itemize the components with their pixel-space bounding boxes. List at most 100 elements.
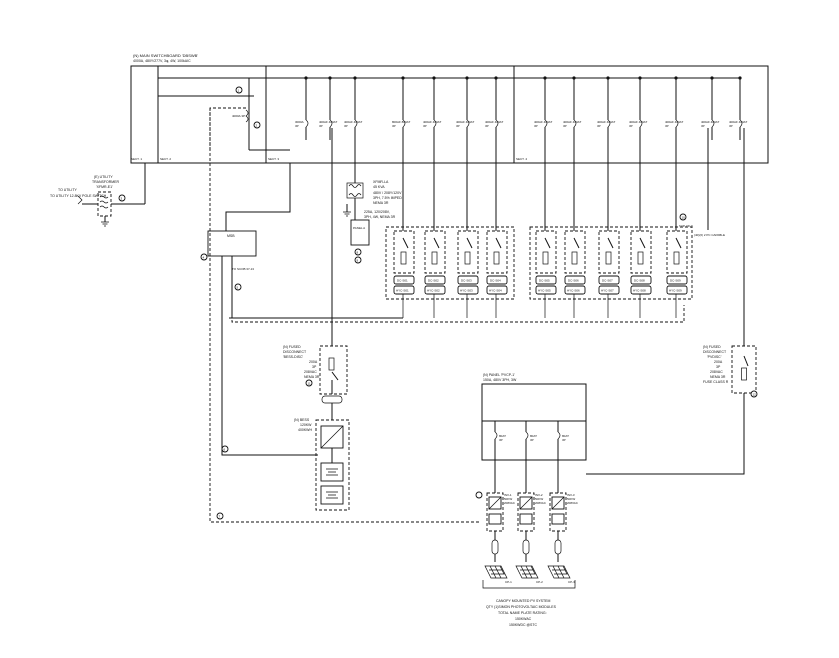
callout-marker [475,491,483,499]
svg-text:400AF 400AT: 400AF 400AT [456,120,474,124]
svg-text:3P: 3P [563,124,567,128]
svg-text:50KW: 50KW [535,497,543,501]
charger-disconnect [424,230,446,274]
cable-tag [321,395,343,404]
svg-text:400AF 400AT: 400AF 400AT [563,120,581,124]
callout-marker [235,86,243,94]
svg-text:3P: 3P [344,124,348,128]
switch-icon [402,237,409,249]
hyc-tag [486,285,508,295]
svg-text:8: 8 [357,251,359,255]
utility-service: TO UTILITY TO UTILITY 12.8KV POLE SWITCH… [50,163,146,227]
switch-icon [495,237,502,249]
switch-icon [331,371,339,381]
breaker-symbol [402,119,406,128]
switch-icon [573,237,580,249]
breaker-symbol [525,431,529,440]
svg-text:208VAC: 208VAC [304,370,317,374]
pv-module-icon [547,565,571,579]
bess-enclosure [315,419,350,511]
svg-text:DC-S04: DC-S04 [490,279,501,283]
svg-text:NEMA 3R: NEMA 3R [304,375,320,379]
fuse-icon [571,251,578,265]
hyc-tag [666,285,688,295]
svg-text:200A: 200A [309,360,318,364]
svg-text:(N) PANEL 'PVCP-1': (N) PANEL 'PVCP-1' [483,373,515,377]
breaker-symbol [739,119,743,128]
svg-text:'XFMR-E1': 'XFMR-E1' [96,185,113,189]
ground-icon [343,211,351,217]
svg-text:'PVDISC': 'PVDISC' [707,355,722,359]
switch-icon [466,237,473,249]
svg-text:6: 6 [224,448,226,452]
msb-feeder [225,163,291,231]
pv-system-note: CANOPY MOUNTED PV SYSTEM QTY (1)SIMON PH… [482,580,576,627]
svg-text:400AF 400AT: 400AF 400AT [344,120,362,124]
fuse-icon [431,251,438,265]
svg-text:208VAC: 208VAC [710,370,723,374]
pv-disconnect-box [731,345,757,394]
svg-text:3P: 3P [485,124,489,128]
svg-text:TO SCOB 37-13: TO SCOB 37-13 [232,267,254,271]
switch-icon [639,237,646,249]
svg-text:3P: 3P [701,124,705,128]
svg-text:DC-S08: DC-S08 [634,279,645,283]
svg-text:3P: 3P [629,124,633,128]
svg-text:3: 3 [121,197,123,201]
svg-text:10: 10 [682,216,686,220]
svg-text:400AF 400AT: 400AF 400AT [729,120,747,124]
svg-text:3P: 3P [534,124,538,128]
breaker-symbol [494,431,498,440]
dc-tag [564,275,586,285]
svg-text:5: 5 [237,286,239,290]
dashed-outer-loop [209,108,480,523]
hyc-tag [424,285,446,295]
dashed-comm-loop [229,305,685,323]
dc-tag [457,275,479,285]
svg-text:DC-S03: DC-S03 [461,279,472,283]
capable-note: 10 TYP. OF 9 (40)(6) 2 PC CAPABLE [679,128,725,237]
svg-text:TYP. OF 9: TYP. OF 9 [679,224,693,228]
callout-marker [750,390,758,398]
charger-disconnect [564,230,586,274]
pv-panel-section: (N) PANEL 'PVCP-1' 150A, 480V 3PH, 3W [481,373,745,475]
sect-label: SECT. 4 [516,157,527,161]
cable-tag [491,539,499,555]
svg-text:1: 1 [238,89,240,93]
pv-module-icon [484,565,508,579]
svg-text:TOTAL NAME PLATE RATING:: TOTAL NAME PLATE RATING: [498,611,547,615]
charger-disconnect [535,230,557,274]
fuse-icon [637,251,644,265]
callout-marker [305,379,313,387]
breaker-symbol [711,119,715,128]
svg-text:400AF 400AT: 400AF 400AT [701,120,719,124]
fuse-icon [493,251,500,265]
callout-marker [679,213,687,221]
svg-text:400AF 400AT: 400AF 400AT [534,120,552,124]
transformer-icon [348,184,362,197]
transformer-panel-a: XFMR-LA 45 KVA 480V / 208Y/120V 3PH, 7.5… [343,128,402,264]
breaker-symbol [329,119,333,128]
pvcp-enclosure [481,383,587,461]
dc-tag [535,275,557,285]
fuse-icon [741,367,747,381]
charger-disconnect [598,230,620,274]
svg-text:45 KVA: 45 KVA [373,185,385,189]
battery-icon [326,491,338,499]
svg-text:CP-1: CP-1 [505,580,512,584]
callout-marker [200,253,208,261]
callout-marker [253,121,261,129]
breaker-symbol [466,119,470,128]
svg-text:FUSE CLASS R: FUSE CLASS R [703,380,729,384]
